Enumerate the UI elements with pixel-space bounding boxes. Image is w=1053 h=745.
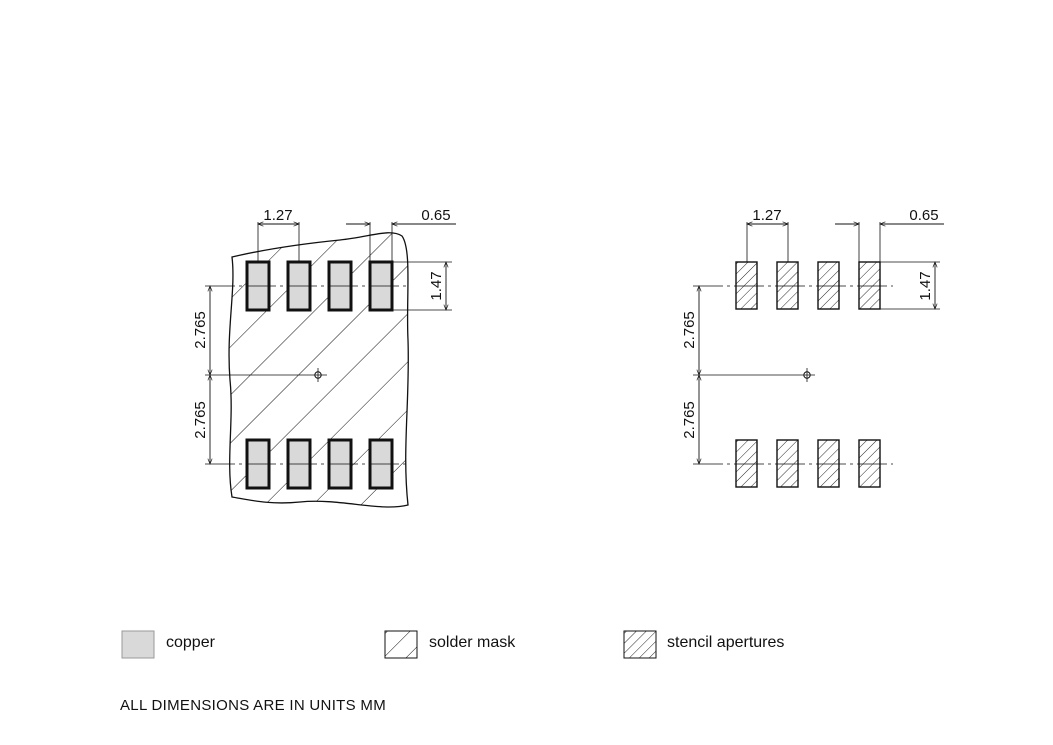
legend-solder-mask: solder mask [384, 630, 516, 659]
stencil-aperture [776, 261, 799, 310]
pad-height-dimension: 1.47 [917, 261, 938, 310]
bottom-copper-pads [245, 438, 394, 490]
legend: copper solder mask stencil apertures [121, 630, 784, 659]
pad-width-dimension: 0.65 [835, 207, 944, 227]
stencil-aperture [776, 439, 799, 488]
row-offset-dimension: 2.765 2.765 [192, 285, 213, 465]
row-offset-dimension: 2.765 2.765 [681, 285, 702, 465]
pitch-dimension: 1.27 [257, 207, 300, 227]
origin-marker [314, 368, 322, 382]
stencil-aperture [817, 439, 840, 488]
stencil-aperture [858, 439, 881, 488]
left-view: 1.27 0.65 1.47 2.765 2.765 [192, 207, 456, 508]
stencil-aperture [735, 439, 758, 488]
pad-height-dimension: 1.47 [428, 261, 449, 311]
pitch-label: 1.27 [752, 207, 781, 224]
copper-label: copper [166, 634, 216, 651]
pitch-label: 1.27 [263, 207, 292, 224]
upper-offset-label: 2.765 [192, 311, 209, 349]
copper-swatch [121, 630, 155, 659]
top-stencil-apertures [735, 261, 881, 310]
centerlines [693, 222, 940, 465]
stencil-aperture [735, 261, 758, 310]
stencil-label: stencil apertures [667, 634, 784, 651]
right-view: 1.27 0.65 1.47 2.765 2.765 [681, 207, 944, 488]
upper-offset-label: 2.765 [681, 311, 698, 349]
pitch-dimension: 1.27 [746, 207, 789, 227]
lower-offset-label: 2.765 [681, 401, 698, 439]
pad-width-label: 0.65 [909, 207, 938, 224]
solder-mask-label: solder mask [429, 634, 516, 651]
solder-mask-swatch [384, 630, 418, 659]
legend-stencil: stencil apertures [623, 630, 784, 659]
bottom-stencil-apertures [735, 439, 881, 488]
pad-width-label: 0.65 [421, 207, 450, 224]
stencil-aperture [817, 261, 840, 310]
centerlines [205, 222, 452, 465]
stencil-swatch [623, 630, 657, 659]
lower-offset-label: 2.765 [192, 401, 209, 439]
pad-width-dimension: 0.65 [346, 207, 456, 227]
origin-marker [803, 368, 811, 382]
pad-height-label: 1.47 [428, 271, 445, 300]
pad-height-label: 1.47 [917, 271, 934, 300]
units-note: ALL DIMENSIONS ARE IN UNITS MM [120, 697, 386, 714]
stencil-aperture [858, 261, 881, 310]
legend-copper: copper [121, 630, 216, 659]
